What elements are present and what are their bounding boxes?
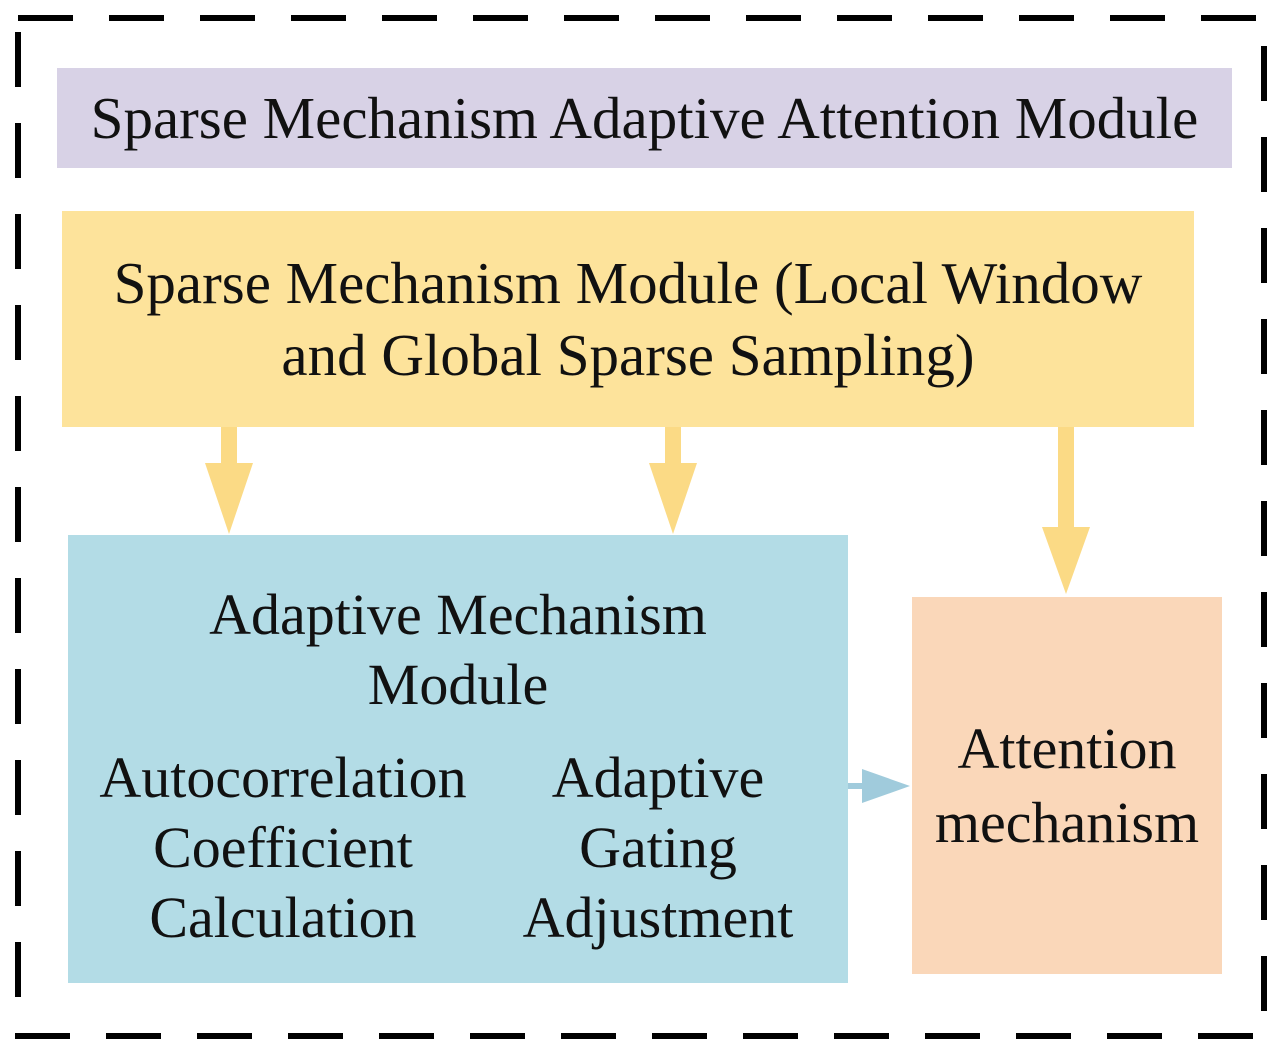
module-header-box: Sparse Mechanism Adaptive Attention Modu… [57,68,1232,168]
right-arrow-blue-icon [848,769,910,803]
adaptive-mechanism-module-box: Adaptive Mechanism Module Autocorrelatio… [68,535,848,983]
gating-line3: Adjustment [522,885,794,950]
autocorrelation-line2: Coefficient [153,815,413,880]
gating-line2: Gating [579,815,737,880]
sparse-module-label-line2: and Global Sparse Sampling) [281,322,975,388]
sparse-mechanism-module-box: Sparse Mechanism Module (Local Window an… [62,211,1194,427]
module-header-title: Sparse Mechanism Adaptive Attention Modu… [90,85,1199,151]
gating-line1: Adaptive [551,745,765,810]
down-arrow-left-icon [205,427,253,534]
sparse-module-label-line1: Sparse Mechanism Module (Local Window [113,250,1143,316]
autocorrelation-line3: Calculation [149,885,417,950]
attention-label-line1: Attention [957,715,1177,781]
attention-mechanism-box: Attention mechanism [912,597,1222,974]
down-arrow-middle-icon [649,427,697,534]
down-arrow-right-icon [1042,427,1090,594]
attention-label-line2: mechanism [934,789,1200,855]
adaptive-module-title: Adaptive Mechanism Module [68,580,848,720]
adaptive-module-title-line2: Module [367,652,549,717]
autocorrelation-block: Autocorrelation Coefficient Calculation [68,743,498,953]
autocorrelation-line1: Autocorrelation [99,745,467,810]
adaptive-module-title-line1: Adaptive Mechanism [209,582,707,647]
adaptive-gating-block: Adaptive Gating Adjustment [468,743,848,953]
